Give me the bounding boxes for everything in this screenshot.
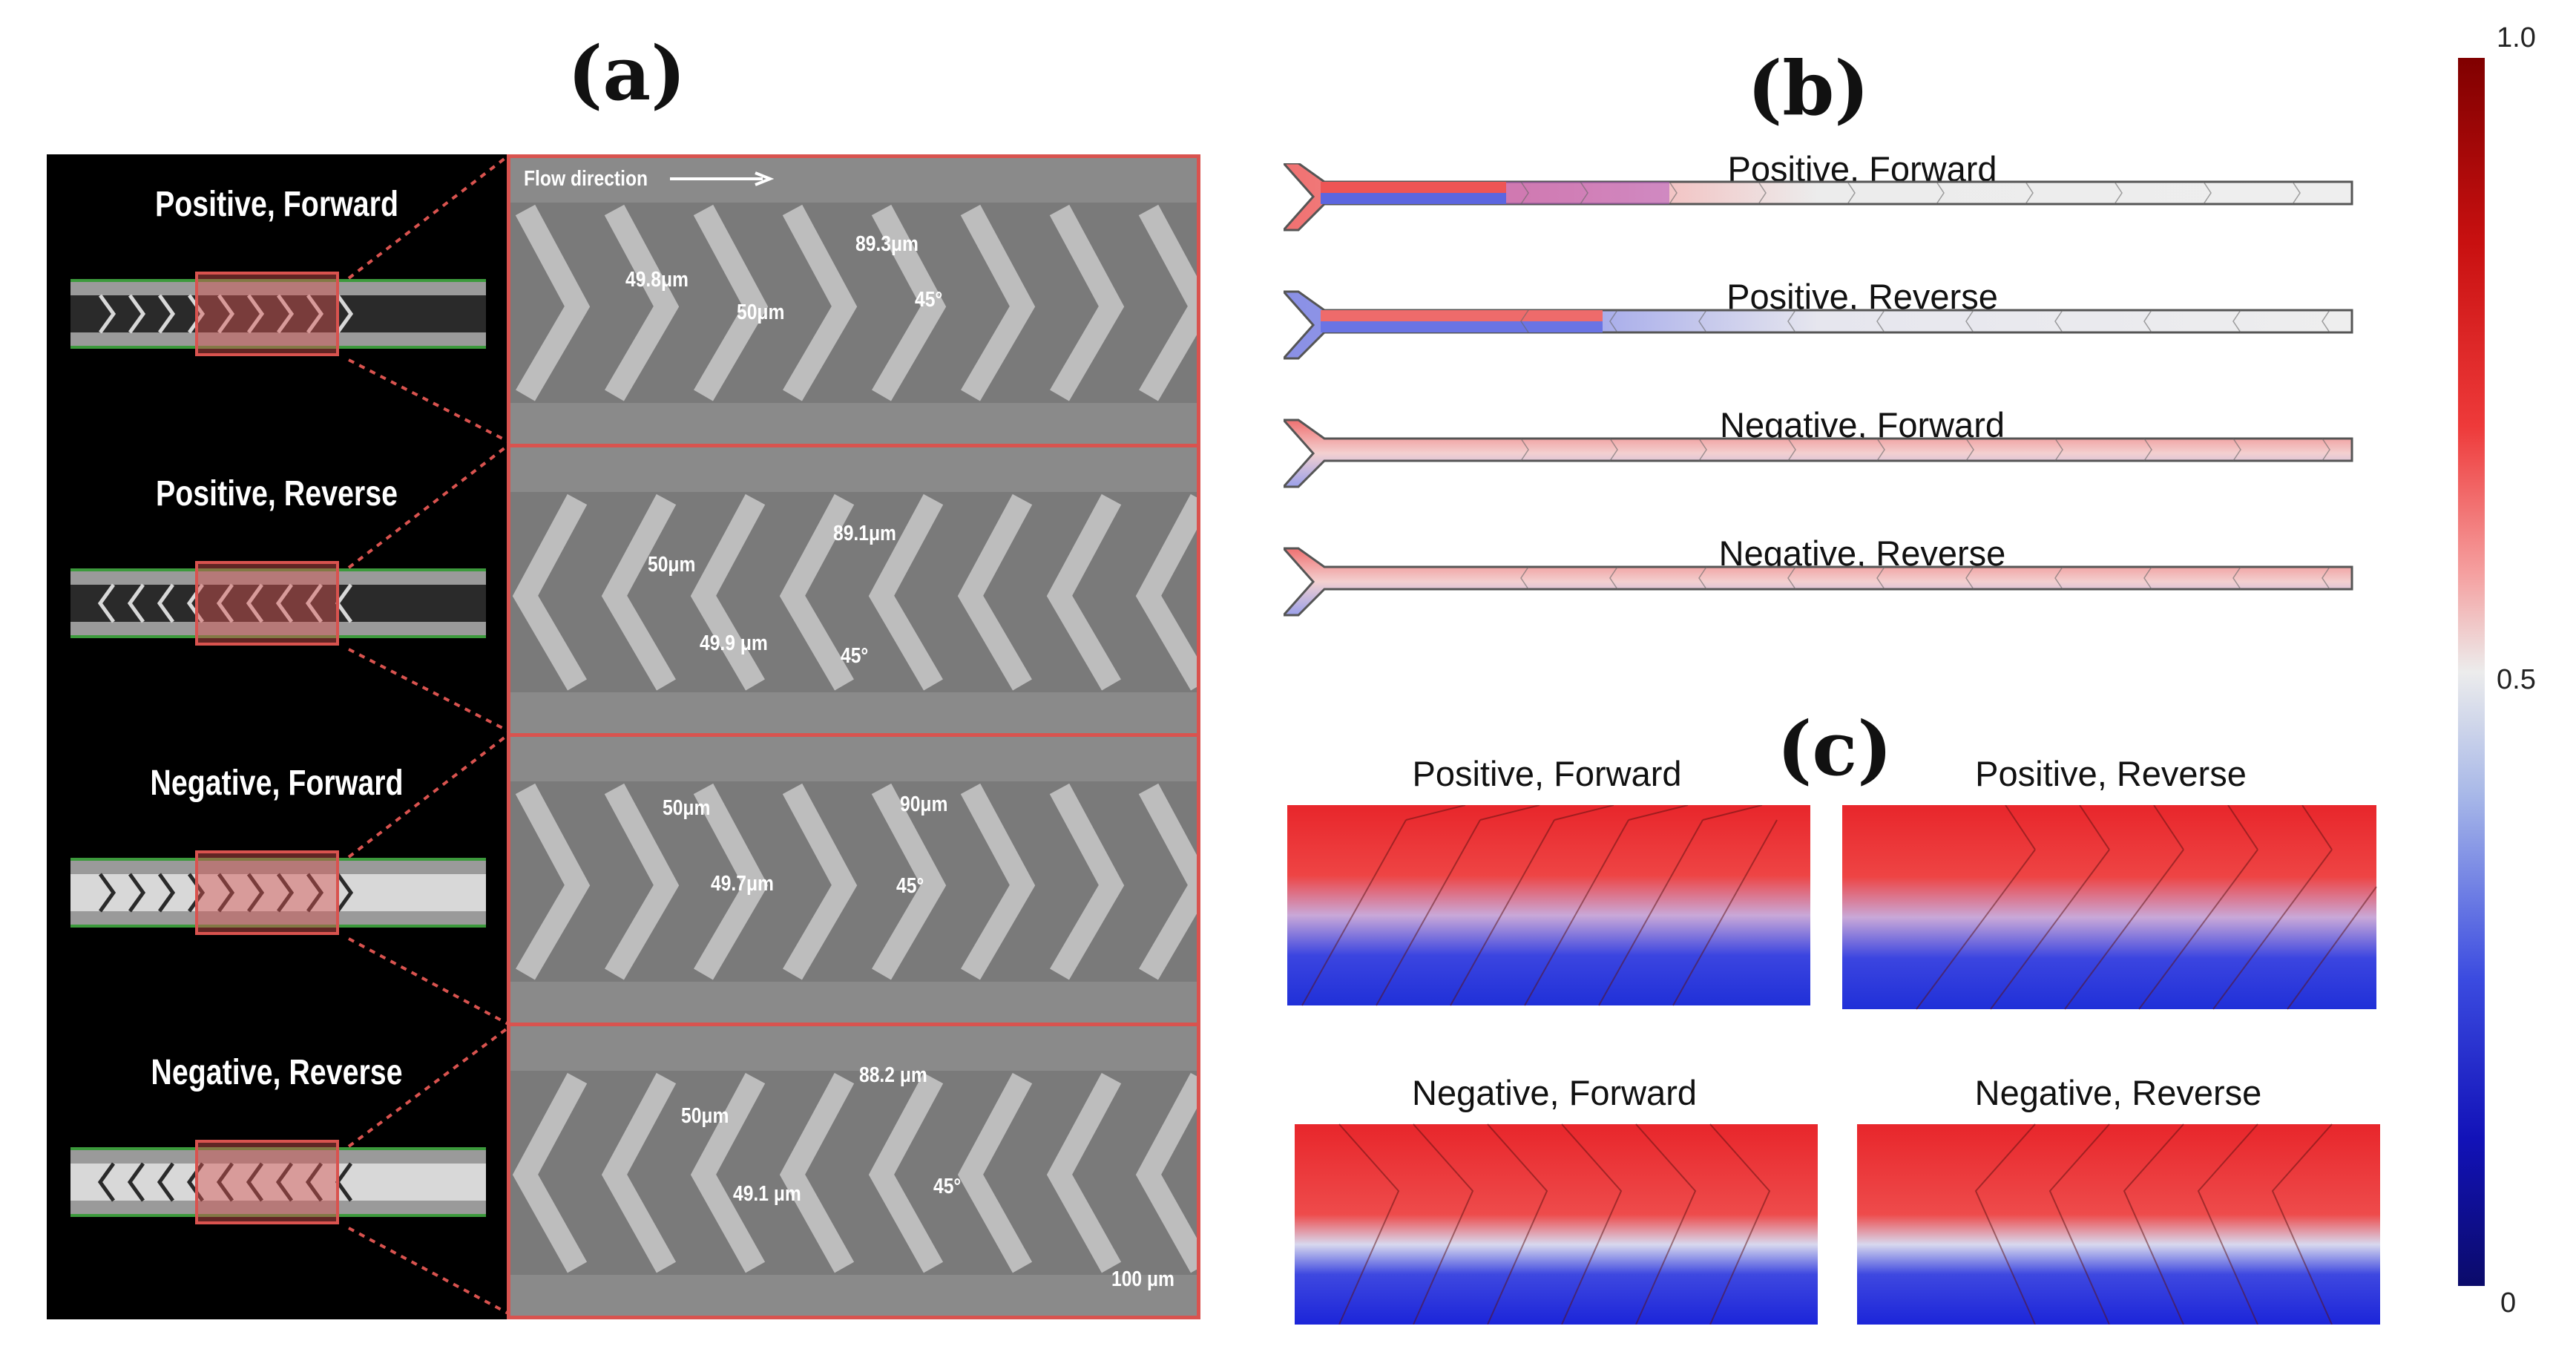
measurement-width: 49.8μm xyxy=(625,268,689,292)
sem-texture xyxy=(510,447,1197,733)
sem-image: Flow direction 49.8μm 50μm 89.3μm 45° xyxy=(507,154,1200,447)
section-title: Negative, Reverse xyxy=(1974,1073,2262,1112)
channel xyxy=(1284,163,2353,232)
flow-direction-label: Flow direction xyxy=(524,167,648,191)
flow-arrow xyxy=(670,171,774,186)
channel xyxy=(1284,419,2353,488)
scale-bar-label: 100 μm xyxy=(1111,1267,1174,1291)
sem-image: 50μm 49.7μm 90μm 45° xyxy=(507,733,1200,1026)
config-title: Negative, Forward xyxy=(150,764,404,803)
measurement-angle: 45° xyxy=(915,288,943,312)
channel-thumbnail xyxy=(70,850,486,935)
measurement-angle: 45° xyxy=(841,644,869,668)
config-title: Positive, Reverse xyxy=(155,474,398,513)
measurement-gap: 49.7μm xyxy=(711,872,774,896)
section-negative-forward xyxy=(1295,1123,1818,1325)
channel-thumbnail xyxy=(70,1140,486,1224)
section-title: Negative, Forward xyxy=(1412,1073,1697,1112)
sem-texture xyxy=(510,737,1197,1023)
zoom-connectors xyxy=(347,154,510,1315)
channel xyxy=(1284,290,2353,360)
measurement-gap: 49.9 μm xyxy=(700,631,768,655)
channel-thumbnail xyxy=(70,561,486,646)
config-title: Negative, Reverse xyxy=(151,1053,403,1092)
section-title: Positive, Forward xyxy=(1412,754,1682,793)
measurement-depth: 90μm xyxy=(900,793,948,816)
measurement-depth: 89.1μm xyxy=(833,522,896,545)
section-positive-forward xyxy=(1287,805,1810,1006)
colorbar xyxy=(2458,58,2485,1286)
channel xyxy=(1284,547,2353,617)
measurement-angle: 45° xyxy=(896,874,924,898)
panel-b-channels xyxy=(1284,163,2353,617)
measurement-depth: 88.2 μm xyxy=(859,1063,927,1087)
sem-image: 50μm 49.9 μm 89.1μm 45° xyxy=(507,444,1200,737)
measurement-angle: 45° xyxy=(933,1175,962,1198)
measurement-depth: 89.3μm xyxy=(855,232,919,256)
measurement-width: 50μm xyxy=(663,796,711,820)
panel-label-b: (b) xyxy=(1747,45,1870,132)
panel-label-c: (c) xyxy=(1777,705,1893,793)
section-positive-reverse xyxy=(1842,805,2377,1010)
measurement-gap: 49.1 μm xyxy=(733,1182,801,1206)
section-negative-reverse xyxy=(1857,1123,2380,1325)
sem-texture xyxy=(510,1026,1197,1316)
measurement-width: 50μm xyxy=(648,553,696,577)
sem-image: 50μm 49.1 μm 88.2 μm 45° 100 μm xyxy=(507,1023,1200,1319)
panel-c-sections xyxy=(1287,805,2380,1325)
colorbar-mid: 0.5 xyxy=(2497,664,2536,695)
sem-texture xyxy=(510,158,1197,444)
colorbar-min: 0 xyxy=(2500,1287,2517,1319)
config-title: Positive, Forward xyxy=(154,185,399,224)
panel-label-a: (a) xyxy=(568,30,686,117)
panel-a-sem: Flow direction 49.8μm 50μm 89.3μm 45° 50… xyxy=(507,154,1200,1319)
measurement-width: 50μm xyxy=(681,1104,729,1128)
measurement-gap: 50μm xyxy=(737,301,785,324)
panel-a-overview: Positive, Forward Positive, Reverse Nega… xyxy=(47,154,507,1319)
colorbar-max: 1.0 xyxy=(2497,22,2536,53)
section-title: Positive, Reverse xyxy=(1975,754,2247,793)
channel-thumbnail xyxy=(70,272,486,356)
